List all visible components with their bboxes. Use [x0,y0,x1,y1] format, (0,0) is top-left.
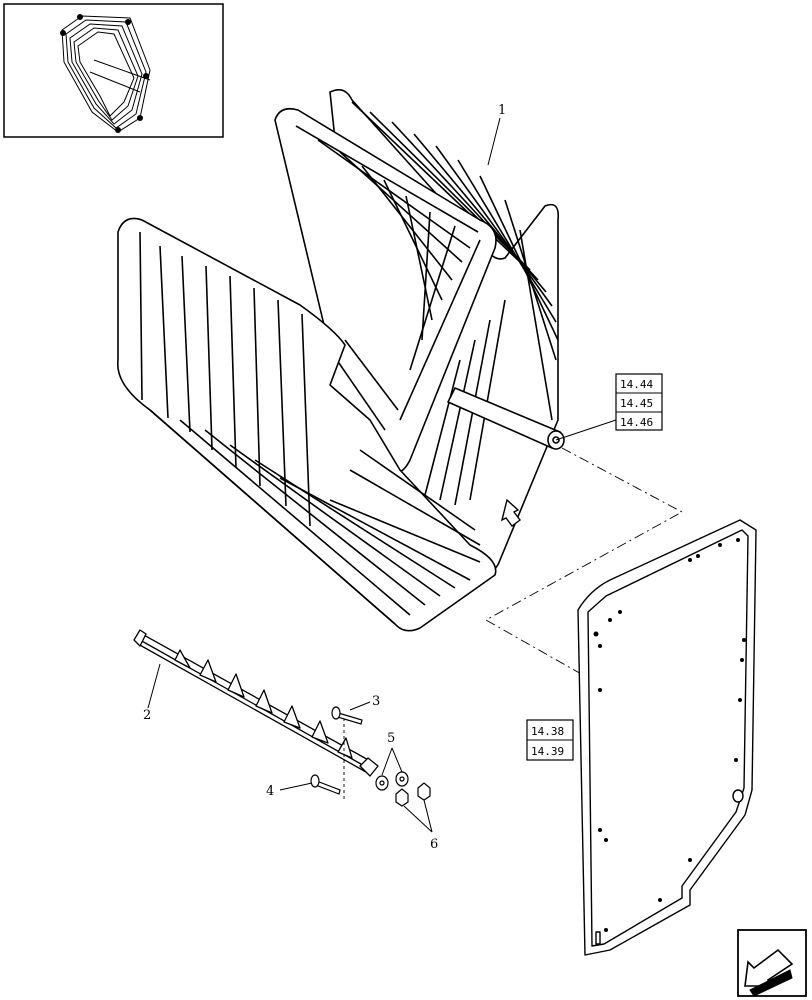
bolt-part-4 [310,774,341,795]
ref-14-44[interactable]: 14.44 [620,378,653,391]
part-1-leader: 1 [487,103,506,166]
belt-roller-ref-box[interactable]: 14.44 14.45 14.46 [555,373,663,441]
ref-14-46[interactable]: 14.46 [620,416,653,429]
belt-assembly [117,89,565,632]
part-leaders [147,663,433,833]
assembly-thumbnail-icon[interactable] [3,3,224,138]
ref-14-38[interactable]: 14.38 [531,725,564,738]
part-1-number: 1 [498,103,506,118]
part-2-number: 2 [143,708,151,723]
part-5-number: 5 [387,731,395,746]
side-panel-ref-box[interactable]: 14.38 14.39 [526,719,574,761]
nuts-part-6 [395,782,431,807]
next-page-arrow-icon[interactable] [737,929,807,997]
ref-14-39[interactable]: 14.39 [531,745,564,758]
side-panel [577,519,757,956]
washers-part-5 [375,771,409,791]
ref-14-45[interactable]: 14.45 [620,397,653,410]
bolt-part-3 [331,706,363,725]
part-4-number: 4 [266,784,274,799]
part-6-number: 6 [430,837,438,852]
rotation-direction-arrow-icon [500,498,521,527]
finger-bar [133,629,379,800]
part-3-number: 3 [372,694,380,709]
